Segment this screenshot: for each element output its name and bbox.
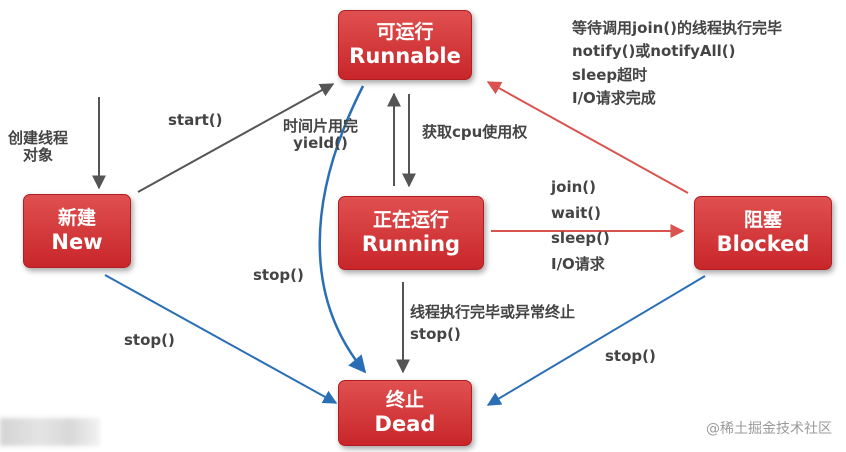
arrow-blocked-to-dead	[486, 275, 706, 406]
label-unblock-line1: 等待调用join()的线程执行完毕	[572, 19, 782, 37]
state-new-cn: 新建	[57, 207, 96, 229]
state-new-en: New	[51, 229, 103, 254]
state-blocked-cn: 阻塞	[743, 209, 782, 231]
state-running: 正在运行 Running	[338, 196, 484, 270]
arrow-blocked-to-runnable	[486, 81, 689, 194]
blurred-region	[0, 418, 100, 446]
state-running-en: Running	[361, 231, 461, 256]
label-stop-blocked: stop()	[605, 347, 656, 365]
label-block-line1: join()	[551, 178, 596, 196]
label-time-slice-line1: 时间片用完	[283, 117, 359, 135]
label-unblock-line4: I/O请求完成	[572, 88, 656, 107]
label-unblock-line3: sleep超时	[572, 65, 648, 84]
label-create-thread-line1: 创建线程	[8, 129, 69, 147]
arrow-runnable-to-dead	[318, 85, 367, 374]
label-unblock: 等待调用join()的线程执行完毕 notify()或notifyAll() s…	[572, 17, 782, 110]
label-unblock-line2: notify()或notifyAll()	[572, 42, 736, 61]
arrow-new-to-runnable	[137, 83, 335, 193]
arrow-new-to-dead	[104, 274, 338, 404]
label-time-slice: 时间片用完 yield()	[283, 117, 359, 153]
state-dead: 终止 Dead	[338, 380, 472, 446]
label-block: join() wait() sleep() I/O请求	[551, 175, 610, 277]
label-create-thread-line2: 对象	[23, 146, 54, 165]
label-finish-line2: stop()	[410, 324, 461, 343]
label-block-line2: wait()	[551, 203, 602, 222]
label-block-line3: sleep()	[551, 229, 610, 247]
state-runnable-cn: 可运行	[376, 21, 434, 43]
state-runnable-en: Runnable	[349, 43, 461, 68]
state-dead-cn: 终止	[385, 389, 424, 411]
state-running-cn: 正在运行	[372, 209, 449, 231]
state-new: 新建 New	[23, 194, 131, 268]
label-block-line4: I/O请求	[551, 254, 605, 273]
watermark: @稀土掘金技术社区	[706, 421, 832, 437]
label-create-thread: 创建线程 对象	[8, 129, 69, 165]
label-stop-runnable: stop()	[253, 266, 304, 284]
label-start: start()	[168, 111, 223, 129]
state-dead-en: Dead	[374, 411, 436, 436]
label-get-cpu: 获取cpu使用权	[422, 123, 528, 141]
label-time-slice-line2: yield()	[293, 134, 348, 153]
label-finish-line1: 线程执行完毕或异常终止	[410, 303, 576, 321]
state-blocked: 阻塞 Blocked	[694, 196, 832, 270]
state-blocked-en: Blocked	[716, 231, 810, 256]
label-finish: 线程执行完毕或异常终止 stop()	[410, 302, 575, 346]
label-stop-new: stop()	[124, 331, 175, 349]
state-runnable: 可运行 Runnable	[338, 10, 472, 80]
